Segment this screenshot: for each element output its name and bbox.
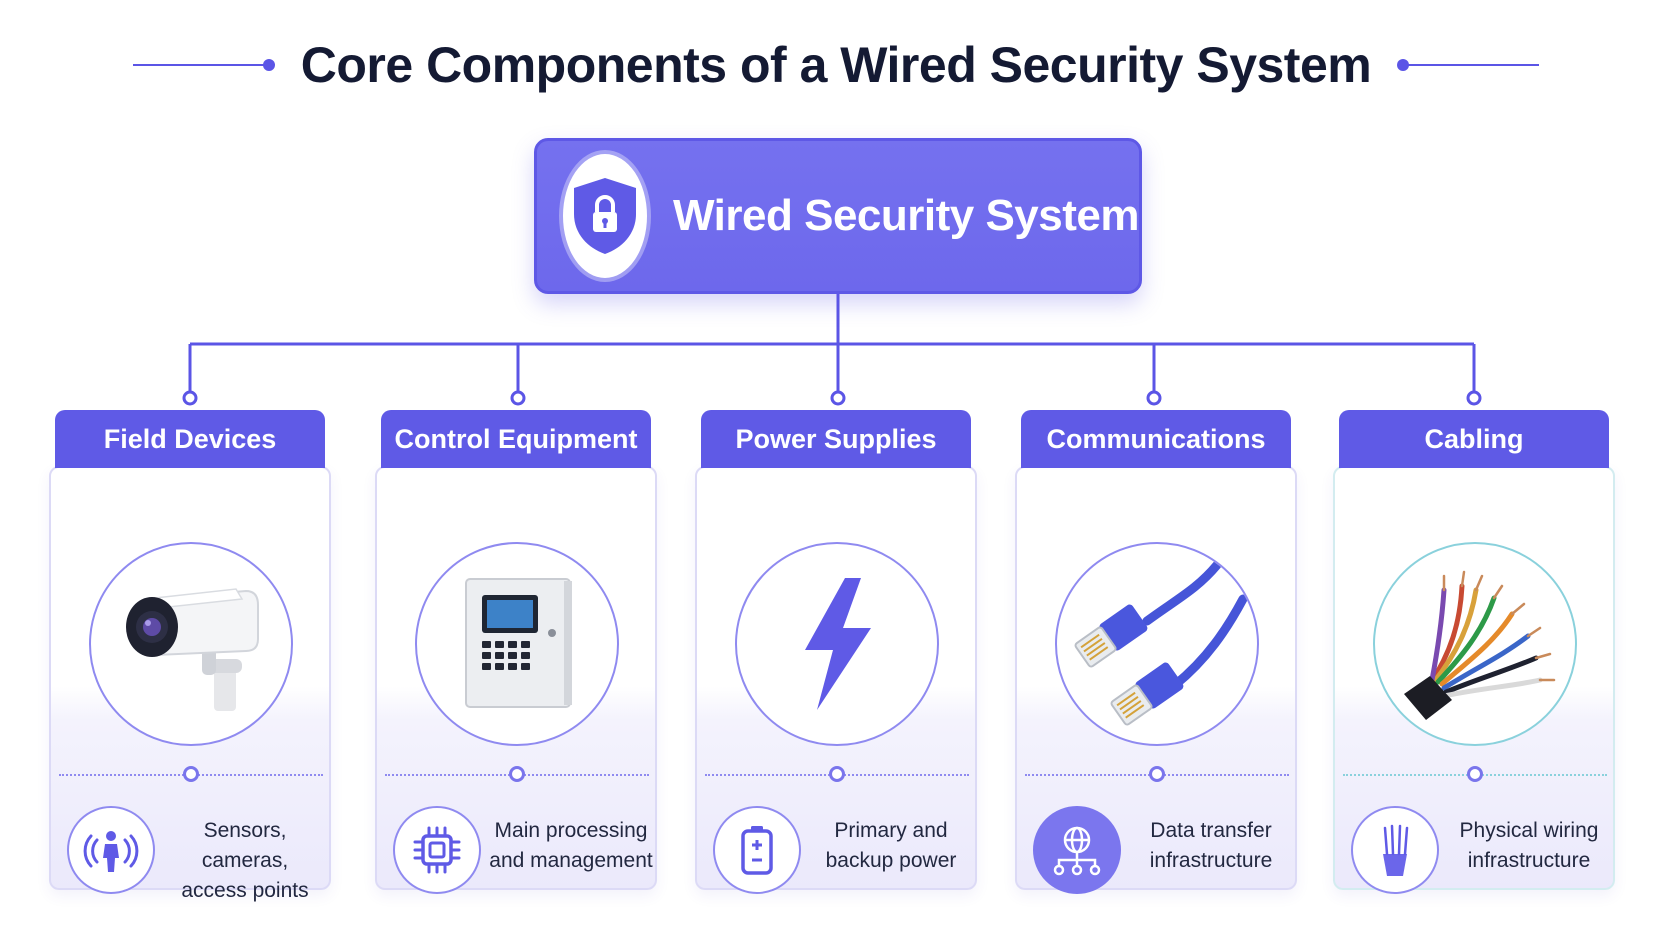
- component-title: Control Equipment: [381, 410, 651, 468]
- component-description: Physical wiring infrastructure: [1459, 819, 1599, 872]
- title-decoration-right: [1397, 59, 1540, 71]
- connector-node: [1146, 390, 1162, 406]
- photo-ring: [1373, 542, 1577, 746]
- component-title: Cabling: [1339, 410, 1609, 468]
- control-panel-image: [465, 578, 572, 708]
- card-body: Primary and backup power: [695, 466, 977, 894]
- component-description: Data transfer infrastructure: [1149, 819, 1273, 872]
- feature-icon-badge: [713, 806, 801, 894]
- card-body: Main processing and management: [375, 466, 657, 894]
- connector-node: [830, 390, 846, 406]
- connector-node: [182, 390, 198, 406]
- wire-bundle-icon: [1383, 824, 1409, 876]
- title-decoration-left: [132, 59, 275, 71]
- lightning-bolt-image: [805, 578, 871, 710]
- photo-ring: [89, 542, 293, 746]
- component-description: Sensors, cameras, access points: [181, 819, 309, 902]
- root-node: Wired Security System: [534, 138, 1142, 294]
- ethernet-cables-image: [1074, 560, 1247, 726]
- component-title: Communications: [1021, 410, 1291, 468]
- network-globe-icon: [1053, 826, 1101, 876]
- processor-chip-icon: [413, 826, 461, 874]
- component-card-cabling: Physical wiring infrastructure Cabling: [1333, 410, 1615, 894]
- component-title: Field Devices: [55, 410, 325, 468]
- component-card-field-devices: Sensors, cameras, access points Field De…: [49, 410, 331, 902]
- photo-ring: [735, 542, 939, 746]
- component-description: Primary and backup power: [825, 819, 957, 872]
- security-camera-image: [126, 588, 259, 711]
- feature-icon-badge: [67, 806, 155, 894]
- feature-icon-badge: [393, 806, 481, 894]
- connector-node: [510, 390, 526, 406]
- divider-node: [1467, 766, 1483, 782]
- root-badge: [563, 154, 648, 278]
- multicolor-wire-bundle-image: [1404, 570, 1556, 720]
- page-title: Core Components of a Wired Security Syst…: [300, 37, 1372, 93]
- photo-ring: [1055, 542, 1259, 746]
- component-description: Main processing and management: [489, 819, 653, 872]
- person-motion-sensor-icon: [83, 831, 139, 872]
- card-body: Sensors, cameras, access points: [49, 466, 331, 902]
- connector-node: [1466, 390, 1482, 406]
- component-card-power-supplies: Primary and backup power Power Supplies: [695, 410, 977, 894]
- divider-node: [183, 766, 199, 782]
- feature-icon-badge: [1351, 806, 1439, 894]
- component-title: Power Supplies: [701, 410, 971, 468]
- divider-node: [509, 766, 525, 782]
- shield-lock-icon: [574, 178, 637, 254]
- card-body: Data transfer infrastructure: [1015, 466, 1297, 894]
- photo-ring: [415, 542, 619, 746]
- divider-node: [1149, 766, 1165, 782]
- root-title: Wired Security System: [673, 191, 1139, 240]
- component-card-control-equipment: Main processing and management Control E…: [375, 410, 657, 894]
- divider-node: [829, 766, 845, 782]
- battery-icon: [741, 826, 773, 875]
- card-body: Physical wiring infrastructure: [1333, 466, 1615, 894]
- component-card-communications: Data transfer infrastructure Communicati…: [1015, 410, 1297, 894]
- feature-icon-badge: [1033, 806, 1121, 894]
- title-row: Core Components of a Wired Security Syst…: [0, 22, 1672, 108]
